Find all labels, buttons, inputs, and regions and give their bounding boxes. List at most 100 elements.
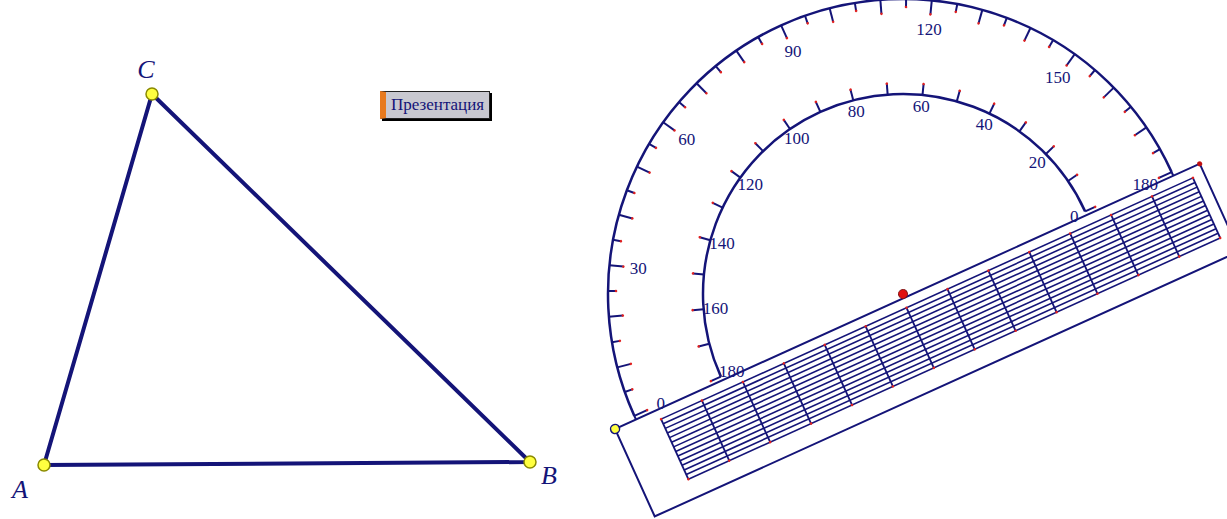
tick-mark bbox=[682, 224, 1214, 465]
tick-mark bbox=[609, 311, 623, 321]
tick-mark bbox=[674, 206, 1206, 447]
tick-end bbox=[645, 408, 648, 411]
inner-scale-number: 40 bbox=[976, 116, 993, 133]
tick-end bbox=[782, 118, 785, 121]
tick-end bbox=[977, 22, 980, 25]
tick-end bbox=[705, 92, 708, 95]
tick-mark bbox=[883, 84, 891, 95]
outer-scale-number: 90 bbox=[785, 43, 802, 60]
tick-mark bbox=[688, 238, 1220, 479]
tick-end bbox=[1028, 250, 1031, 253]
tick-mark bbox=[1159, 172, 1172, 178]
tick-end bbox=[809, 422, 812, 425]
presentation-button: Презентация bbox=[380, 91, 490, 119]
tick-mark bbox=[986, 104, 997, 114]
tick-end bbox=[1024, 121, 1027, 124]
tick-end bbox=[992, 102, 995, 105]
tick-end bbox=[1151, 151, 1154, 154]
tick-mark bbox=[663, 119, 674, 133]
tick-end bbox=[614, 289, 617, 292]
tick-end bbox=[631, 217, 634, 220]
tick-end bbox=[673, 129, 676, 132]
tick-mark bbox=[661, 419, 688, 479]
tick-end bbox=[1068, 232, 1071, 235]
tick-end bbox=[648, 171, 651, 174]
tick-mark bbox=[947, 289, 974, 349]
tick-end bbox=[1123, 110, 1126, 113]
tick-end bbox=[659, 417, 662, 420]
tick-end bbox=[1065, 64, 1068, 67]
tick-mark bbox=[781, 25, 787, 38]
tick-mark bbox=[627, 188, 634, 195]
tick-mark bbox=[684, 229, 1216, 470]
tick-end bbox=[691, 308, 694, 311]
tick-mark bbox=[1002, 18, 1009, 25]
tick-mark bbox=[1085, 207, 1095, 212]
tick-end bbox=[711, 201, 714, 204]
tick-end bbox=[618, 339, 621, 342]
tick-end bbox=[1109, 213, 1112, 216]
tick-end bbox=[700, 399, 703, 402]
tick-mark bbox=[678, 215, 1210, 456]
vertex-label: C bbox=[137, 57, 154, 83]
tick-mark bbox=[816, 102, 821, 112]
tick-mark bbox=[1064, 54, 1078, 65]
tick-mark bbox=[743, 382, 770, 442]
tick-mark bbox=[667, 192, 1199, 433]
tick-mark bbox=[1193, 178, 1220, 238]
tick-mark bbox=[702, 401, 729, 461]
tick-end bbox=[619, 239, 622, 242]
tick-mark bbox=[661, 178, 1193, 419]
tick-end bbox=[728, 459, 731, 462]
tick-end bbox=[1218, 236, 1221, 239]
tick-end bbox=[929, 13, 932, 16]
tick-mark bbox=[1021, 28, 1034, 41]
triangle bbox=[38, 88, 536, 471]
tick-end bbox=[760, 42, 763, 45]
tick-end bbox=[621, 314, 624, 317]
tick-mark bbox=[700, 234, 711, 244]
tick-end bbox=[854, 9, 857, 12]
tick-mark bbox=[919, 84, 928, 95]
tick-end bbox=[885, 82, 888, 85]
tick-end bbox=[1002, 24, 1005, 27]
tick-mark bbox=[680, 219, 1212, 460]
tick-end bbox=[687, 477, 690, 480]
tick-end bbox=[1052, 145, 1055, 148]
tick-end bbox=[785, 36, 788, 39]
inner-scale-number: 120 bbox=[737, 176, 763, 193]
tick-mark bbox=[609, 260, 623, 271]
tick-mark bbox=[1152, 196, 1179, 256]
outer-scale-number: 0 bbox=[657, 395, 666, 412]
tick-end bbox=[741, 380, 744, 383]
outer-scale-number: 180 bbox=[1132, 176, 1158, 193]
tick-end bbox=[1047, 45, 1050, 48]
tick-end bbox=[973, 348, 976, 351]
vertex-label: B bbox=[541, 463, 557, 489]
tick-mark bbox=[953, 4, 960, 12]
tick-end bbox=[768, 440, 771, 443]
tick-mark bbox=[1017, 122, 1028, 131]
outer-scale-number: 30 bbox=[630, 260, 647, 277]
tick-end bbox=[987, 269, 990, 272]
outer-scale-number: 120 bbox=[916, 21, 942, 38]
tick-mark bbox=[827, 8, 835, 22]
tick-mark bbox=[1111, 215, 1138, 275]
vertex-label: A bbox=[12, 477, 28, 503]
tick-end bbox=[905, 306, 908, 309]
tick-end bbox=[1191, 176, 1194, 179]
tick-end bbox=[864, 325, 867, 328]
tick-end bbox=[730, 169, 733, 172]
tick-end bbox=[1102, 96, 1105, 99]
tick-mark bbox=[686, 233, 1218, 474]
outer-scale-number: 150 bbox=[1045, 69, 1071, 86]
tick-end bbox=[1023, 39, 1026, 42]
tick-end bbox=[954, 10, 957, 13]
tick-mark bbox=[953, 91, 963, 102]
tick-mark bbox=[612, 339, 620, 344]
inner-scale-number: 20 bbox=[1029, 154, 1046, 171]
tick-mark bbox=[697, 81, 707, 95]
tick-end bbox=[719, 71, 722, 74]
tick-mark bbox=[866, 326, 893, 386]
